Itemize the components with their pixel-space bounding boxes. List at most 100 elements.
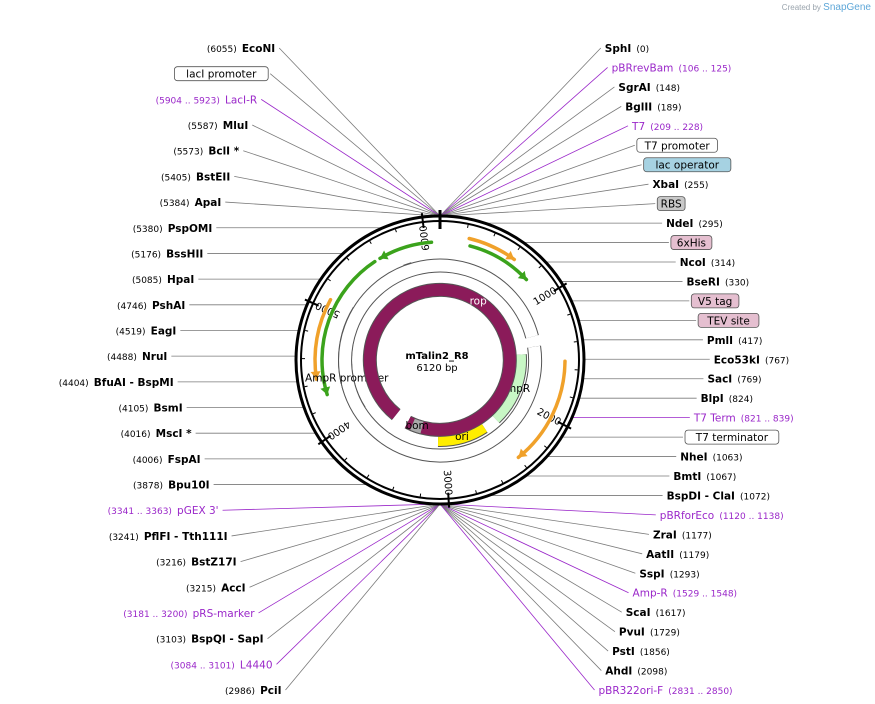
- minor-tick: [543, 445, 547, 449]
- label-text: (4016) MscI *: [121, 422, 193, 441]
- minor-tick: [369, 240, 372, 245]
- label-name: pGEX 3': [177, 505, 219, 517]
- label-text: (3215) AccI: [186, 576, 246, 595]
- feature-tag-lac-operator: lac operator: [643, 157, 732, 173]
- site-label: (4016) MscI *: [121, 422, 193, 441]
- label-name: EcoNI: [242, 43, 275, 55]
- label-coord: (3181 .. 3200): [123, 610, 187, 620]
- feature-label: bom: [405, 420, 428, 432]
- label-text: Eco53kI (767): [714, 348, 789, 367]
- label-coord: (417): [738, 337, 762, 347]
- primer-label: T7 (209 .. 228): [631, 121, 703, 133]
- feature-bom: [410, 418, 424, 434]
- leader-line: [222, 503, 441, 511]
- primer-label: (3181 .. 3200) pRS-marker: [123, 608, 255, 620]
- label-coord: (821 .. 839): [741, 415, 794, 425]
- leader-line: [267, 503, 441, 639]
- label-name: pBRforEco: [660, 510, 714, 522]
- label-coord: (3878): [133, 482, 163, 492]
- leader-line: [439, 503, 643, 555]
- tag-box: [174, 66, 269, 82]
- minor-tick: [327, 278, 331, 282]
- label-text: (3103) BspQI - SapI: [156, 628, 263, 647]
- label-coord: (314): [711, 259, 735, 269]
- label-coord: (295): [699, 220, 723, 230]
- label-name: ZraI: [653, 529, 677, 541]
- site-label: (4404) BfuAI - BspMI: [59, 371, 174, 390]
- label-coord: (1729): [650, 629, 680, 639]
- label-text: NcoI (314): [680, 251, 735, 270]
- label-coord: (4105): [118, 405, 148, 415]
- label-text: (4404) BfuAI - BspMI: [59, 371, 174, 390]
- leader-line: [439, 86, 615, 217]
- site-label: (4006) FspAI: [133, 454, 201, 466]
- label-coord: (767): [765, 356, 789, 366]
- leader-line: [439, 503, 622, 613]
- label-name: ApaI: [195, 197, 222, 209]
- leader-line: [439, 203, 656, 217]
- label-text: SgrAI (148): [618, 76, 680, 95]
- label-text: (5573) BclI *: [173, 140, 239, 159]
- tag-text: T7 terminator: [695, 432, 769, 444]
- orf-arc-head: [517, 270, 527, 280]
- label-name: BseRI: [687, 276, 720, 288]
- label-coord: (1072): [740, 492, 770, 502]
- label-name: AccI: [221, 582, 245, 594]
- site-label: PvuI (1729): [619, 627, 680, 639]
- major-tick: [420, 212, 425, 229]
- leader-line: [439, 503, 629, 594]
- site-label: BlpI (824): [701, 393, 753, 405]
- label-name: MluI: [223, 120, 248, 132]
- leader-line: [439, 503, 602, 671]
- site-label: AhdI (2098): [605, 666, 667, 678]
- label-name: pBR322ori-F: [599, 685, 664, 697]
- label-text: (4746) PshAI: [117, 294, 185, 313]
- site-label: (3216) BstZ17I: [156, 557, 236, 569]
- site-label: NdeI (295): [666, 218, 723, 230]
- feature-tag-t7-promoter: T7 promoter: [636, 137, 718, 153]
- label-text: BseRI (330): [687, 270, 750, 289]
- label-name: NcoI: [680, 257, 706, 269]
- feature-label: rop: [470, 295, 488, 307]
- minor-tick: [493, 233, 496, 237]
- leader-line: [276, 503, 441, 665]
- label-coord: (255): [684, 181, 708, 191]
- minor-tick: [344, 457, 348, 461]
- orange-arc-head: [310, 371, 321, 380]
- label-name: BlpI: [701, 393, 724, 405]
- label-name: LacI-R: [225, 94, 257, 106]
- label-coord: (209 .. 228): [650, 123, 703, 133]
- label-name: BssHII: [166, 248, 203, 260]
- tick-label: 4000: [325, 418, 352, 442]
- site-label: (5176) BssHII: [131, 242, 203, 261]
- label-text: BmtI (1067): [673, 465, 736, 484]
- leader-line: [278, 47, 441, 217]
- leader-line: [439, 503, 656, 516]
- label-coord: (1063): [713, 454, 743, 464]
- orf-arc-head: [320, 386, 331, 395]
- minor-tick: [538, 265, 542, 269]
- label-coord: (3084 .. 3101): [171, 661, 235, 671]
- site-label: NheI (1063): [680, 452, 743, 464]
- label-coord: (1617): [656, 609, 686, 619]
- leader-line: [231, 503, 441, 537]
- minor-tick: [312, 412, 316, 415]
- label-text: AatII (1179): [646, 543, 709, 562]
- label-text: (5176) BssHII: [131, 242, 203, 261]
- label-name: PstI: [612, 646, 635, 658]
- minor-tick: [305, 329, 309, 332]
- site-label: (5405) BstEII: [161, 171, 230, 183]
- label-coord: (106 .. 125): [678, 64, 731, 74]
- tag-text: lac operator: [655, 160, 719, 172]
- label-coord: (330): [725, 278, 749, 288]
- plasmid-name: mTalin2_R8: [405, 351, 468, 362]
- label-text: (5904 .. 5923) LacI-R: [156, 88, 258, 107]
- minor-tick: [346, 257, 350, 261]
- leader-line: [269, 73, 441, 217]
- label-coord: (5573): [173, 148, 203, 158]
- site-label: (4488) NruI: [107, 351, 167, 363]
- label-text: XbaI (255): [652, 173, 708, 192]
- leader-line: [439, 503, 650, 535]
- site-label: (2986) PciI: [225, 685, 281, 697]
- label-coord: (5380): [133, 225, 163, 235]
